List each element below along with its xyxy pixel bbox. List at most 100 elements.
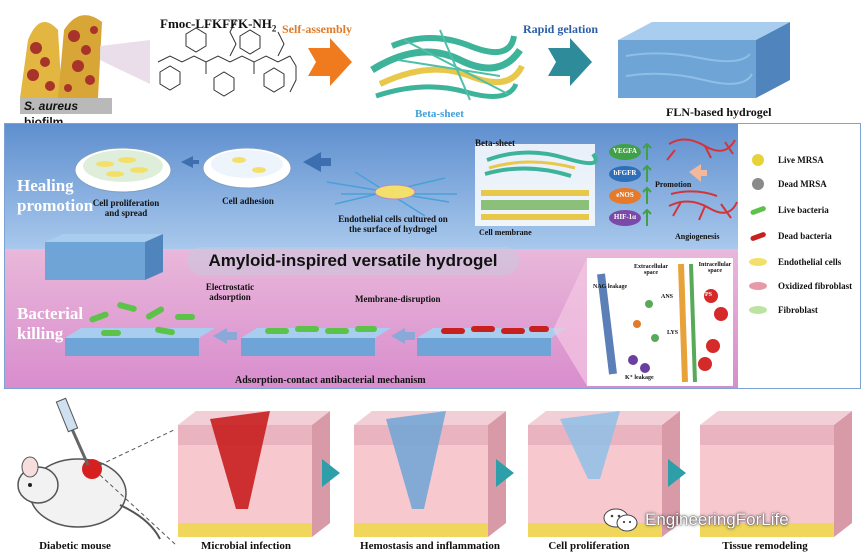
petri-dish-proliferation (74, 147, 172, 193)
rapid-gelation-label: Rapid gelation (523, 22, 599, 36)
legend-item-endothelial: Endothelial cells (750, 253, 841, 271)
endothelial-cultured-line-2: the surface of hydrogel (348, 224, 438, 234)
bacterial-title-line-1: Bacterial (17, 304, 84, 323)
arrow-culture-to-adhesion (303, 152, 331, 172)
watermark: EngineeringForLife (603, 507, 789, 533)
membrane-mechanism (587, 258, 733, 386)
marker-1: bFGFR (613, 169, 637, 177)
chat-bubbles-icon (603, 508, 638, 532)
legend-label: Endothelial cells (778, 257, 842, 267)
stage-label-4: Tissue remodeling (722, 540, 808, 552)
legend-label: Dead bacteria (778, 231, 832, 241)
skin-block-remodeling (700, 411, 852, 537)
biofilm-label: S. aureus biofilm (20, 98, 112, 129)
zoom-callout (100, 40, 150, 84)
stage-label-2: Hemostasis and inflammation (360, 540, 500, 552)
mouse-illustration (17, 397, 161, 540)
beta-sheet-fibrils (370, 29, 525, 101)
gelation-arrow (548, 38, 592, 86)
angiogenesis-label: Angiogenesis (675, 232, 720, 241)
stage-label-0: Diabetic mouse (39, 540, 111, 552)
peptide-label-subscript: 2 (271, 23, 277, 34)
arrow-adsorption (213, 328, 237, 344)
mechanism-caption: Adsorption-contact antibacterial mechani… (235, 375, 426, 386)
bottom-graphics (17, 397, 852, 546)
watermark-text: EngineeringForLife (645, 510, 789, 529)
legend-label: Live bacteria (778, 205, 829, 215)
skin-block-infection (178, 411, 330, 537)
legend-item-dead-mrsa: Dead MRSA (750, 175, 827, 193)
legend-panel (738, 124, 860, 388)
marker-ovals (609, 142, 652, 226)
legend-item-oxidized-fibroblast: Oxidized fibroblast (750, 277, 852, 295)
cell-membrane-label: Cell membrane (479, 228, 532, 237)
hydrogel-label: FLN-based hydrogel (666, 105, 772, 119)
membrane-beta-sheet-label: Beta-sheet (475, 138, 515, 148)
promotion-label: Promotion (655, 180, 692, 189)
k-leakage-label: K⁺ leakage (625, 375, 654, 381)
cell-proliferation-line-1: Cell proliferation (92, 198, 160, 208)
hydrogel-slab-1 (65, 302, 215, 356)
endothelial-cultured-label: Endothelial cells cultured on the surfac… (323, 214, 463, 234)
bacterial-killing-title: Bacterial killing (17, 304, 83, 344)
skin-block-proliferation (528, 411, 680, 537)
endothelial-cell-fibers (326, 171, 457, 217)
nag-leakage-label: NAG leakage (593, 284, 628, 290)
legend-item-fibroblast: Fibroblast (750, 301, 818, 319)
cell-proliferation-label: Cell proliferation and spread (81, 198, 171, 218)
hydrogel-slab-3 (417, 326, 567, 356)
stage-arrow-3 (668, 459, 686, 487)
middle-graphics (45, 138, 767, 386)
self-assembly-arrow (308, 38, 352, 86)
stage-arrow-2 (496, 459, 514, 487)
angiogenesis-vessels (666, 138, 738, 221)
arrow-disruption (391, 328, 415, 344)
hydrogel-block (618, 22, 790, 98)
beta-sheet-label: Beta-sheet (415, 108, 464, 120)
legend-item-live-bacteria: Live bacteria (750, 201, 829, 219)
hydrogel-banner: Amyloid-inspired versatile hydrogel (187, 247, 519, 275)
arrow-adhesion-to-proliferation (181, 156, 199, 168)
electrostatic-line-2: adsorption (209, 292, 251, 302)
cell-adhesion-label: Cell adhesion (222, 196, 274, 206)
hydrogel-slab-2 (241, 326, 391, 356)
legend-item-live-mrsa: Live MRSA (750, 151, 824, 169)
electrostatic-line-1: Electrostatic (205, 282, 255, 292)
peptide-label-main: Fmoc-LFKFFK-NH (160, 16, 272, 31)
healing-title-line-1: Healing (17, 176, 74, 195)
mechanism-zoom (553, 258, 587, 386)
membrane-beta-sheet (475, 144, 598, 226)
ans-label: ANS (661, 294, 674, 300)
legend-label: Oxidized fibroblast (778, 281, 853, 291)
endothelial-cultured-line-1: Endothelial cells cultured on (338, 214, 448, 224)
peptide-structure (157, 19, 297, 97)
legend-label: Fibroblast (778, 305, 818, 315)
legend-label: Dead MRSA (778, 179, 827, 189)
membrane-disruption-label: Membrane-disruption (355, 294, 441, 304)
electrostatic-label: Electrostatic adsorption (195, 282, 265, 302)
bacterial-title-line-2: killing (17, 324, 64, 343)
stage-arrow-1 (322, 459, 340, 487)
peptide-label: Fmoc-LFKFFK-NH2 (160, 16, 276, 34)
healing-promotion-title: Healing promotion (17, 176, 93, 216)
legend-item-dead-bacteria: Dead bacteria (750, 227, 832, 245)
healing-title-line-2: promotion (17, 196, 94, 215)
marker-0: VEGFA (613, 147, 637, 155)
zoom-lines (99, 428, 177, 546)
petri-dish-adhesion (202, 147, 292, 189)
skin-block-hemostasis (354, 411, 506, 537)
stage-label-3: Cell proliferation (548, 540, 630, 552)
marker-3: HIF-1α (613, 213, 637, 221)
marker-2: eNOS (616, 191, 634, 199)
biofilm-label-species: S. aureus (24, 99, 79, 113)
mid-hydrogel-block (45, 234, 163, 280)
extracellular-space-label: Extracellular space (634, 264, 668, 276)
top-row-graphics (4, 2, 790, 101)
legend-swatches (749, 154, 767, 314)
lys-label: LYS (667, 330, 679, 336)
self-assembly-label: Self-assembly (282, 22, 352, 36)
intracellular-space-label: Intracellular space (698, 262, 732, 274)
top-row: S. aureus biofilm Fmoc-LFKFFK-NH2 Self-a… (0, 0, 866, 129)
stage-label-1: Microbial infection (201, 540, 291, 552)
legend-label: Live MRSA (778, 155, 824, 165)
